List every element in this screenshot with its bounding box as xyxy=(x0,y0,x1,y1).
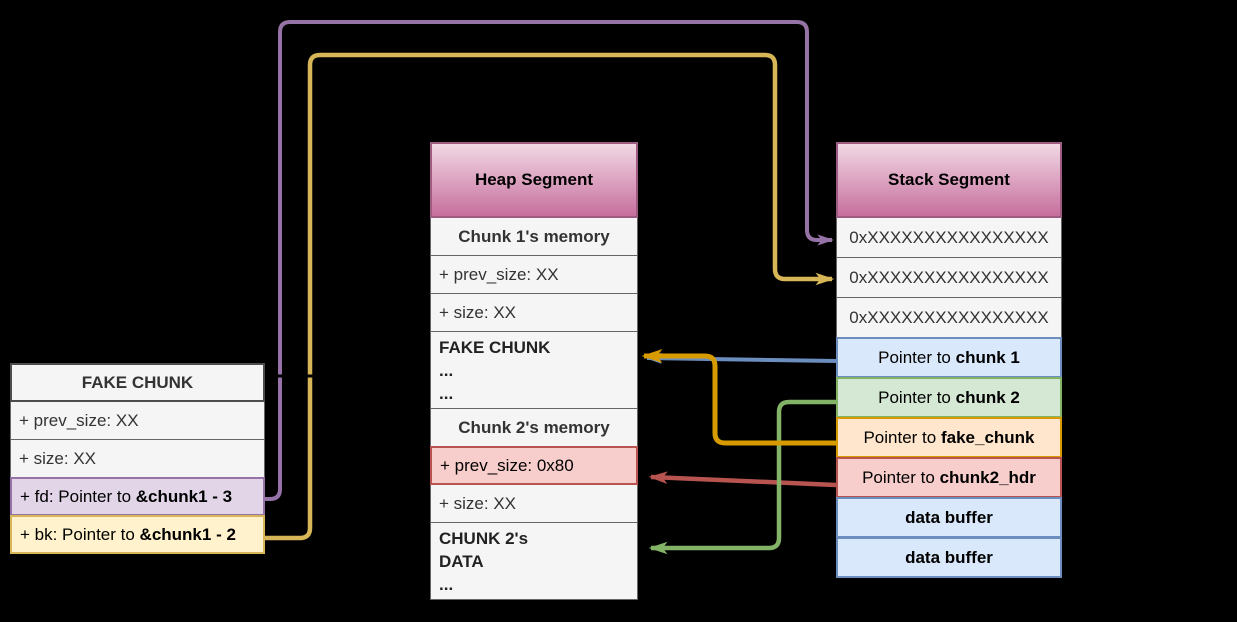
arrow-chunk1-ptr-to-fake-chunk xyxy=(644,352,837,364)
row-label: Pointer to xyxy=(878,347,956,367)
heap-row-fake-chunk: FAKE CHUNK ... ... xyxy=(430,331,638,409)
block-line: FAKE CHUNK xyxy=(439,337,551,357)
row-label: Chunk 1's memory xyxy=(458,226,610,246)
stack-row-address-1: 0xXXXXXXXXXXXXXXXX xyxy=(836,217,1062,258)
row-label: + prev_size: 0x80 xyxy=(440,455,574,475)
block-line: DATA xyxy=(439,551,484,571)
heap-row-chunk2-memory: Chunk 2's memory xyxy=(430,408,638,447)
heap-row-chunk1-memory: Chunk 1's memory xyxy=(430,217,638,256)
row-label: + prev_size: XX xyxy=(439,264,559,284)
fake-chunk-title: FAKE CHUNK xyxy=(10,363,265,402)
row-label: Pointer to xyxy=(862,467,940,487)
block-line: ... xyxy=(439,383,454,403)
block-line: CHUNK 2's xyxy=(439,528,529,548)
row-label: 0xXXXXXXXXXXXXXXXX xyxy=(849,307,1049,327)
row-label: + fd: Pointer to xyxy=(20,486,136,506)
row-label: + size: XX xyxy=(19,448,97,468)
heap-row-chunk2-data: CHUNK 2's DATA ... xyxy=(430,522,638,600)
row-label: data buffer xyxy=(905,547,993,567)
row-label: 0xXXXXXXXXXXXXXXXX xyxy=(849,267,1049,287)
stack-row-pointer-fake-chunk: Pointer to fake_chunk xyxy=(836,417,1062,458)
row-label-bold: &chunk1 - 3 xyxy=(135,486,233,506)
row-label-bold: chunk 1 xyxy=(955,347,1020,367)
row-label: 0xXXXXXXXXXXXXXXXX xyxy=(849,227,1049,247)
row-label: Pointer to xyxy=(863,427,941,447)
row-label: Pointer to xyxy=(878,387,956,407)
stack-row-data-buffer-1: data buffer xyxy=(836,497,1062,538)
row-label: data buffer xyxy=(905,507,993,527)
fake-chunk-row-prev-size: + prev_size: XX xyxy=(10,401,265,440)
stack-segment-box: Stack Segment 0xXXXXXXXXXXXXXXXX 0xXXXXX… xyxy=(836,142,1062,578)
row-label-bold: chunk 2 xyxy=(955,387,1020,407)
heap-row-chunk2-size: + size: XX xyxy=(430,484,638,523)
stack-row-address-3: 0xXXXXXXXXXXXXXXXX xyxy=(836,297,1062,338)
stack-row-address-2: 0xXXXXXXXXXXXXXXXX xyxy=(836,257,1062,298)
row-label: Chunk 2's memory xyxy=(458,417,610,437)
stack-row-data-buffer-2: data buffer xyxy=(836,537,1062,578)
arrow-fakechunk-ptr-to-fake-chunk xyxy=(641,349,836,446)
row-label: + size: XX xyxy=(439,302,517,322)
stack-row-pointer-chunk2-hdr: Pointer to chunk2_hdr xyxy=(836,457,1062,498)
stack-row-pointer-chunk2: Pointer to chunk 2 xyxy=(836,377,1062,418)
block-line: ... xyxy=(439,360,454,380)
heap-segment-box: Heap Segment Chunk 1's memory + prev_siz… xyxy=(430,142,638,600)
fake-chunk-row-size: + size: XX xyxy=(10,439,265,478)
fake-chunk-box: FAKE CHUNK + prev_size: XX + size: XX + … xyxy=(10,363,265,554)
block-line: ... xyxy=(439,574,454,594)
stack-segment-title: Stack Segment xyxy=(836,142,1062,218)
fake-chunk-row-fd: + fd: Pointer to &chunk1 - 3 xyxy=(10,477,265,516)
arrow-chunk2hdr-ptr-to-prev-size xyxy=(648,471,837,488)
row-label: + bk: Pointer to xyxy=(20,524,140,544)
row-label-bold: &chunk1 - 2 xyxy=(139,524,236,544)
heap-segment-title: Heap Segment xyxy=(430,142,638,218)
arrow-chunk2-ptr-to-chunk2-data xyxy=(648,399,836,555)
row-label: + size: XX xyxy=(439,493,517,513)
heap-row-chunk1-prev-size: + prev_size: XX xyxy=(430,255,638,294)
heap-row-chunk1-size: + size: XX xyxy=(430,293,638,332)
fake-chunk-row-bk: + bk: Pointer to &chunk1 - 2 xyxy=(10,515,265,554)
stack-row-pointer-chunk1: Pointer to chunk 1 xyxy=(836,337,1062,378)
row-label-bold: fake_chunk xyxy=(940,427,1035,447)
row-label: + prev_size: XX xyxy=(19,410,139,430)
heap-row-chunk2-prev-size: + prev_size: 0x80 xyxy=(430,446,638,485)
row-label-bold: chunk2_hdr xyxy=(939,467,1036,487)
